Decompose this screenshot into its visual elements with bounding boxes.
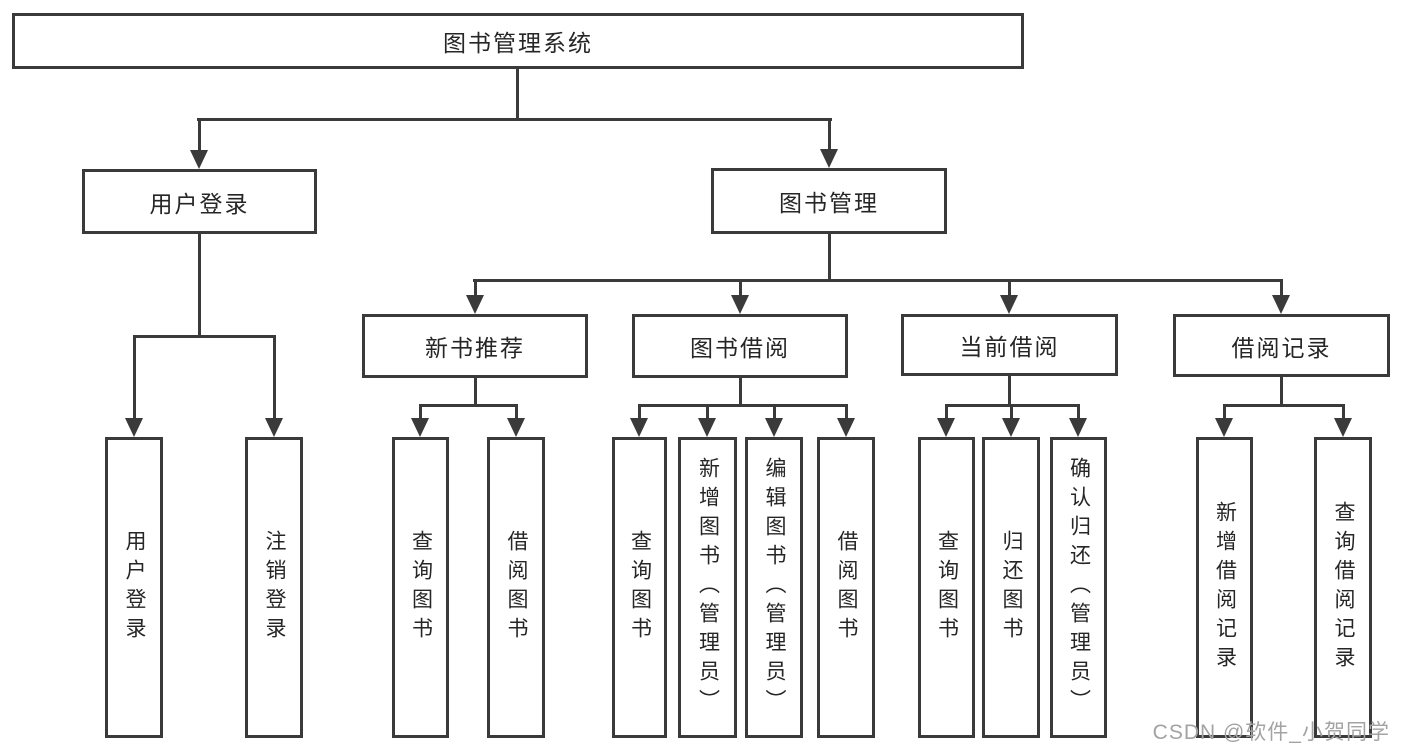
- connector-horizontal-line: [197, 118, 832, 121]
- arrow-down-icon: [1215, 418, 1233, 437]
- arrow-down-icon: [765, 418, 783, 437]
- connector-vertical-line: [1342, 404, 1345, 421]
- connector-vertical-line: [1010, 404, 1013, 421]
- arrow-down-icon: [698, 418, 716, 437]
- node-new-book-recommendation: 新书推荐: [362, 314, 588, 378]
- arrow-down-icon: [125, 418, 143, 437]
- connector-vertical-line: [828, 234, 831, 282]
- arrow-down-icon: [1069, 418, 1087, 437]
- connector-vertical-line: [474, 378, 477, 407]
- connector-vertical-line: [474, 279, 477, 298]
- node-label: 借阅图书: [835, 529, 858, 646]
- leaf-query-books-current: 查询图书: [918, 437, 975, 738]
- node-label: 用户登录: [123, 529, 146, 646]
- connector-horizontal-line: [638, 404, 848, 407]
- leaf-query-books-borrowing: 查询图书: [612, 437, 667, 738]
- node-label: 新增图书（管理员）: [696, 457, 720, 718]
- node-label: 查询借阅记录: [1332, 500, 1355, 675]
- connector-vertical-line: [1008, 375, 1011, 407]
- node-current-borrowing: 当前借阅: [901, 314, 1118, 376]
- connector-vertical-line: [1280, 376, 1283, 407]
- arrow-down-icon: [507, 418, 525, 437]
- node-label: 图书管理: [779, 190, 879, 216]
- connector-vertical-line: [515, 404, 518, 421]
- watermark-text: CSDN @软件_小贺同学: [1152, 721, 1390, 744]
- node-label: 图书管理系统: [443, 30, 593, 56]
- node-user-login: 用户登录: [82, 169, 317, 234]
- connector-vertical-line: [706, 404, 709, 421]
- connector-vertical-line: [739, 377, 742, 407]
- connector-vertical-line: [1008, 279, 1011, 298]
- node-library-management-system: 图书管理系统: [12, 13, 1024, 69]
- connector-vertical-line: [1280, 279, 1283, 298]
- leaf-query-borrow-record: 查询借阅记录: [1314, 437, 1372, 738]
- connector-vertical-line: [739, 279, 742, 298]
- connector-horizontal-line: [419, 404, 518, 407]
- connector-vertical-line: [198, 118, 201, 153]
- node-label: 查询图书: [409, 529, 433, 646]
- leaf-borrow-books-recommend: 借阅图书: [487, 437, 545, 738]
- connector-vertical-line: [945, 404, 948, 421]
- connector-vertical-line: [516, 68, 519, 121]
- node-label: 借阅记录: [1231, 334, 1332, 361]
- node-label: 查询图书: [628, 529, 652, 646]
- leaf-edit-books-admin: 编辑图书（管理员）: [745, 437, 803, 738]
- connector-vertical-line: [133, 335, 136, 421]
- node-label: 图书借阅: [690, 335, 790, 361]
- node-label: 查询图书: [935, 529, 959, 646]
- connector-vertical-line: [773, 404, 776, 421]
- arrow-down-icon: [1002, 418, 1020, 437]
- connector-horizontal-line: [473, 279, 1283, 282]
- node-label: 新增借阅记录: [1213, 500, 1237, 675]
- arrow-down-icon: [731, 295, 749, 314]
- connector-vertical-line: [1077, 404, 1080, 421]
- arrow-down-icon: [630, 418, 648, 437]
- leaf-logout: 注销登录: [245, 437, 303, 738]
- node-borrowing-records: 借阅记录: [1173, 314, 1390, 377]
- arrow-down-icon: [937, 418, 955, 437]
- arrow-down-icon: [411, 418, 429, 437]
- leaf-return-books: 归还图书: [982, 437, 1040, 738]
- node-book-borrowing: 图书借阅: [632, 314, 848, 378]
- arrow-down-icon: [190, 150, 208, 169]
- leaf-add-books-admin: 新增图书（管理员）: [678, 437, 737, 738]
- arrow-down-icon: [1334, 418, 1352, 437]
- connector-vertical-line: [198, 234, 201, 338]
- node-label: 用户登录: [149, 190, 250, 217]
- node-label: 编辑图书（管理员）: [763, 457, 786, 718]
- leaf-borrow-books: 借阅图书: [817, 437, 875, 738]
- connector-vertical-line: [1223, 404, 1226, 421]
- node-label: 当前借阅: [959, 334, 1060, 360]
- leaf-query-books-recommend: 查询图书: [392, 437, 449, 738]
- arrow-down-icon: [1272, 295, 1290, 314]
- leaf-user-login: 用户登录: [105, 437, 163, 738]
- node-label: 注销登录: [263, 529, 286, 646]
- arrow-down-icon: [837, 418, 855, 437]
- connector-vertical-line: [845, 404, 848, 421]
- arrow-down-icon: [466, 295, 484, 314]
- arrow-down-icon: [820, 149, 838, 168]
- connector-horizontal-line: [1223, 404, 1345, 407]
- connector-vertical-line: [273, 335, 276, 421]
- node-book-management: 图书管理: [711, 168, 947, 234]
- arrow-down-icon: [265, 418, 283, 437]
- connector-vertical-line: [419, 404, 422, 421]
- connector-horizontal-line: [133, 335, 276, 338]
- connector-vertical-line: [828, 118, 831, 152]
- leaf-confirm-return-admin: 确认归还（管理员）: [1050, 437, 1107, 738]
- node-label: 借阅图书: [505, 529, 528, 646]
- leaf-add-borrow-record: 新增借阅记录: [1196, 437, 1253, 738]
- node-label: 确认归还（管理员）: [1067, 457, 1091, 718]
- connector-vertical-line: [638, 404, 641, 421]
- node-label: 新书推荐: [425, 335, 525, 361]
- node-label: 归还图书: [1000, 529, 1023, 646]
- arrow-down-icon: [1000, 295, 1018, 314]
